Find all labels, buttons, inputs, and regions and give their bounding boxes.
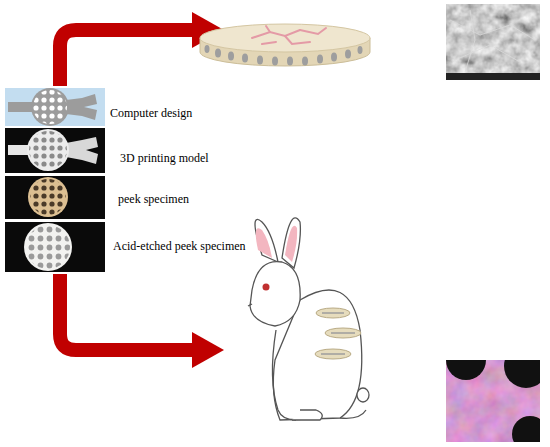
red-arrow-up bbox=[60, 30, 196, 86]
sem-image bbox=[446, 4, 540, 80]
printed-model-image bbox=[5, 128, 105, 173]
peek-specimen-image bbox=[5, 176, 105, 219]
computer-design-image bbox=[5, 88, 105, 126]
arrow-head bbox=[192, 332, 224, 368]
step-label: 3D printing model bbox=[120, 151, 209, 165]
rabbit-illustration bbox=[248, 218, 369, 420]
step-label: Computer design bbox=[110, 106, 192, 120]
acid-etched-image bbox=[5, 222, 105, 272]
red-arrow-down bbox=[60, 274, 196, 350]
step-label: peek specimen bbox=[118, 192, 189, 206]
scaffold-disk bbox=[200, 24, 370, 66]
step-label: Acid-etched peek specimen bbox=[113, 239, 246, 253]
histology-image bbox=[446, 360, 540, 442]
